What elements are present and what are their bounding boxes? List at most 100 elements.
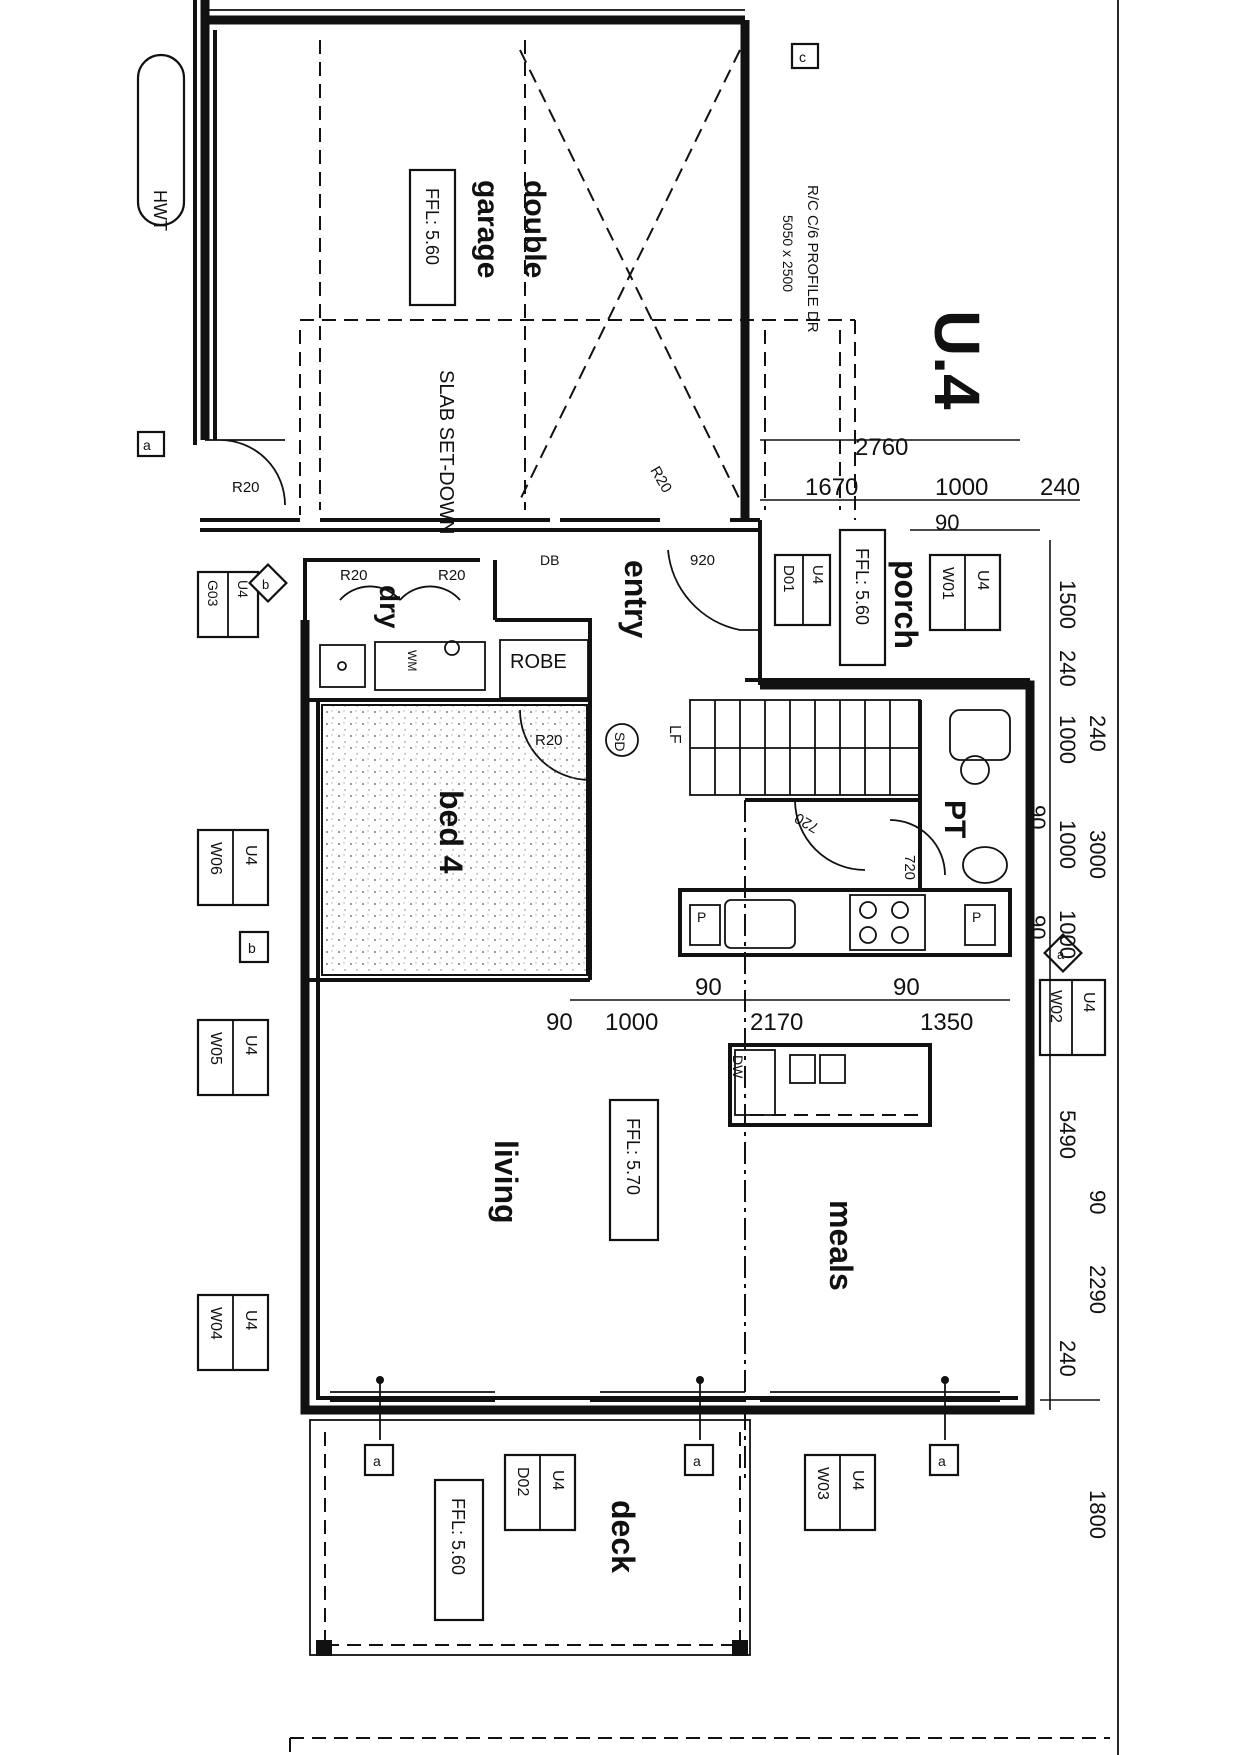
ffl-porch: FFL: 5.60 bbox=[838, 528, 887, 667]
svg-text:HWT: HWT bbox=[150, 190, 170, 231]
ffl-deck: FFL: 5.60 bbox=[433, 1478, 485, 1622]
svg-text:a: a bbox=[373, 1453, 381, 1469]
svg-text:U4: U4 bbox=[242, 845, 259, 866]
svg-text:DB: DB bbox=[540, 552, 559, 568]
svg-text:R20: R20 bbox=[232, 479, 260, 496]
svg-text:90: 90 bbox=[1025, 915, 1050, 939]
svg-text:double: double bbox=[518, 180, 551, 278]
svg-text:porch: porch bbox=[888, 560, 924, 649]
svg-text:R20: R20 bbox=[340, 567, 368, 584]
svg-text:SLAB SET-DOWN: SLAB SET-DOWN bbox=[435, 370, 457, 534]
svg-text:1000: 1000 bbox=[1055, 715, 1080, 764]
svg-text:a: a bbox=[938, 1453, 946, 1469]
kitchen-bench-top bbox=[678, 888, 1012, 957]
svg-text:U4: U4 bbox=[549, 1470, 566, 1491]
tag-w02: U4 W02 bbox=[1038, 978, 1107, 1057]
svg-text:a: a bbox=[1057, 947, 1065, 962]
svg-text:a: a bbox=[143, 437, 151, 453]
tag-marker-top bbox=[790, 42, 820, 70]
svg-text:LF: LF bbox=[666, 725, 683, 744]
tag-d01: U4 D01 bbox=[773, 553, 832, 627]
svg-text:U4: U4 bbox=[809, 565, 826, 584]
svg-text:b: b bbox=[262, 577, 269, 592]
svg-text:G03: G03 bbox=[205, 580, 221, 607]
svg-text:W04: W04 bbox=[207, 1307, 224, 1340]
svg-text:240: 240 bbox=[1055, 650, 1080, 687]
hwt-unit: HWT bbox=[136, 53, 186, 231]
svg-text:240: 240 bbox=[1055, 1340, 1080, 1377]
svg-text:5490: 5490 bbox=[1055, 1110, 1080, 1159]
house-outer-wall bbox=[300, 620, 1035, 1415]
svg-text:240: 240 bbox=[1085, 715, 1110, 752]
tag-g03: U4 G03 bbox=[196, 570, 260, 639]
bed4-carpet bbox=[321, 704, 588, 976]
robe-box bbox=[499, 639, 589, 699]
tag-d02: U4 D02 bbox=[503, 1453, 577, 1532]
svg-text:2170: 2170 bbox=[750, 1009, 803, 1036]
svg-text:garage: garage bbox=[471, 180, 504, 278]
tag-w04: U4 W04 bbox=[196, 1293, 270, 1372]
svg-text:WM: WM bbox=[405, 650, 419, 671]
svg-text:240: 240 bbox=[1040, 474, 1080, 501]
svg-text:meals: meals bbox=[823, 1200, 859, 1291]
svg-text:PT: PT bbox=[938, 800, 971, 838]
svg-text:U4: U4 bbox=[235, 580, 251, 598]
unit-title: U.4 bbox=[921, 310, 993, 410]
svg-text:SD: SD bbox=[612, 732, 628, 751]
kitchen-island bbox=[728, 1043, 932, 1127]
smoke-detector-symbol bbox=[605, 723, 639, 757]
svg-text:2760: 2760 bbox=[855, 434, 908, 461]
svg-text:1000: 1000 bbox=[935, 474, 988, 501]
tag-w05: U4 W05 bbox=[196, 1018, 270, 1097]
ffl-living: FFL: 5.70 bbox=[608, 1098, 660, 1242]
svg-text:U4: U4 bbox=[974, 570, 991, 591]
svg-text:a: a bbox=[693, 1453, 701, 1469]
svg-text:90: 90 bbox=[695, 974, 722, 1001]
svg-text:90: 90 bbox=[546, 1009, 573, 1036]
svg-text:2290: 2290 bbox=[1085, 1265, 1110, 1314]
svg-text:90: 90 bbox=[1025, 805, 1050, 829]
svg-text:1000: 1000 bbox=[1055, 820, 1080, 869]
svg-text:90: 90 bbox=[935, 510, 959, 535]
svg-text:1000: 1000 bbox=[1055, 910, 1080, 959]
svg-text:1350: 1350 bbox=[920, 1009, 973, 1036]
deck-outline bbox=[309, 1419, 751, 1656]
svg-text:FFL: 5.60: FFL: 5.60 bbox=[422, 188, 442, 265]
svg-text:D02: D02 bbox=[514, 1467, 531, 1496]
svg-text:c: c bbox=[799, 49, 806, 65]
svg-text:deck: deck bbox=[605, 1500, 641, 1573]
svg-text:D01: D01 bbox=[780, 565, 797, 593]
tag-marker-deck-3 bbox=[928, 1443, 960, 1477]
svg-text:living: living bbox=[488, 1140, 524, 1224]
svg-text:FFL: 5.60: FFL: 5.60 bbox=[852, 548, 872, 625]
svg-text:R20: R20 bbox=[535, 732, 563, 749]
tag-w03: U4 W03 bbox=[803, 1453, 877, 1532]
tag-marker-garage bbox=[136, 430, 166, 458]
svg-text:1800: 1800 bbox=[1085, 1490, 1110, 1539]
svg-text:1670: 1670 bbox=[805, 474, 858, 501]
svg-text:FFL: 5.60: FFL: 5.60 bbox=[448, 1498, 468, 1575]
tag-w06: U4 W06 bbox=[196, 828, 270, 907]
tag-marker-bed4 bbox=[238, 930, 270, 964]
tag-marker-deck-2 bbox=[683, 1443, 715, 1477]
svg-text:U4: U4 bbox=[242, 1035, 259, 1056]
svg-text:P: P bbox=[697, 909, 706, 925]
pt-toilet bbox=[949, 709, 1011, 761]
svg-text:1000: 1000 bbox=[605, 1009, 658, 1036]
svg-text:R20: R20 bbox=[438, 567, 466, 584]
svg-text:U4: U4 bbox=[849, 1470, 866, 1491]
svg-text:720: 720 bbox=[901, 855, 918, 880]
svg-text:5050 x 2500: 5050 x 2500 bbox=[780, 215, 796, 292]
svg-text:90: 90 bbox=[893, 974, 920, 1001]
svg-text:W06: W06 bbox=[207, 842, 224, 875]
svg-text:P: P bbox=[972, 909, 981, 925]
tag-marker-dry bbox=[248, 563, 288, 603]
svg-text:U4: U4 bbox=[1080, 992, 1097, 1013]
svg-text:920: 920 bbox=[690, 552, 715, 569]
garage-wall bbox=[200, 0, 750, 520]
tag-marker-kitchen bbox=[1043, 933, 1083, 973]
tag-marker-deck-1 bbox=[363, 1443, 395, 1477]
svg-text:1500: 1500 bbox=[1055, 580, 1080, 629]
svg-text:W03: W03 bbox=[814, 1467, 831, 1500]
